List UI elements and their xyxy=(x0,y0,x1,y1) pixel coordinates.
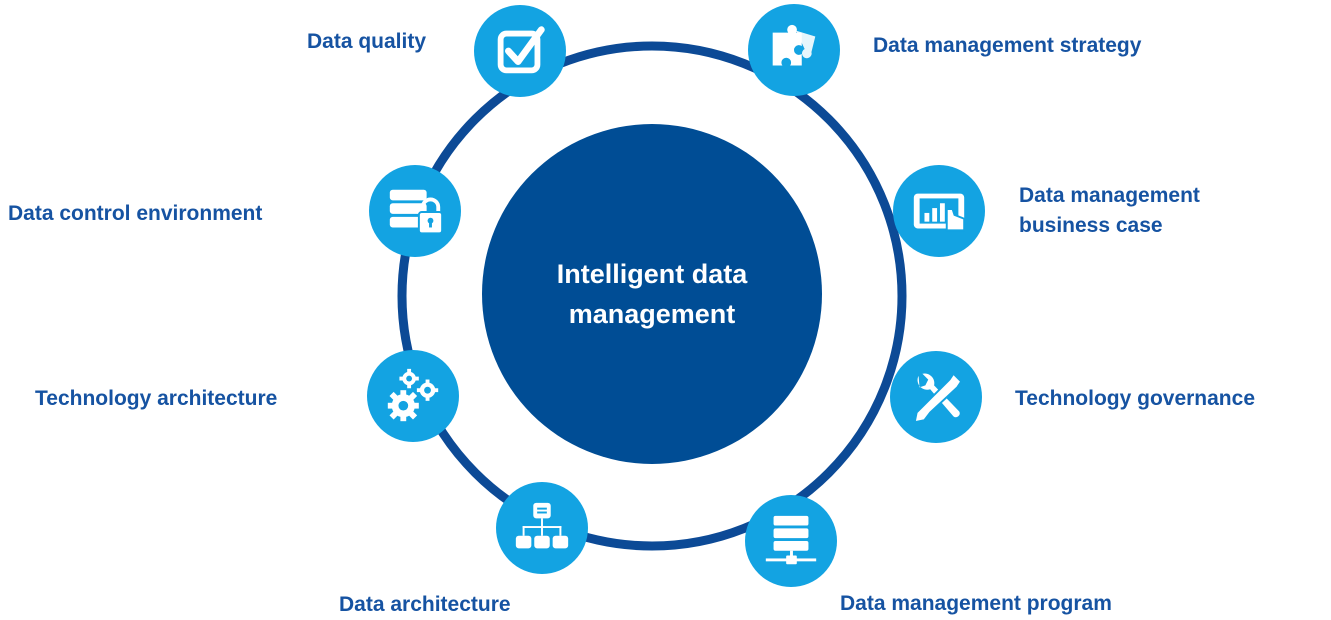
label-data-architecture: Data architecture xyxy=(339,593,511,616)
ring-circle xyxy=(397,41,907,551)
hierarchy-icon xyxy=(496,482,588,574)
checkbox-icon xyxy=(474,5,566,97)
label-data-quality: Data quality xyxy=(307,30,427,53)
center-label: Intelligent data management xyxy=(527,254,777,334)
tablet-chart-icon xyxy=(893,165,985,257)
gears-icon xyxy=(367,350,459,442)
label-data-management-strategy: Data management strategy xyxy=(873,34,1142,57)
label-data-management-business-case-line-1: Data management xyxy=(1019,184,1200,207)
label-technology-architecture: Technology architecture xyxy=(35,387,278,410)
center-circle: Intelligent data management xyxy=(482,124,822,464)
label-data-management-program: Data management program xyxy=(840,592,1112,615)
center-label-line-1: Intelligent data xyxy=(556,259,748,289)
puzzle-icon xyxy=(748,4,840,96)
server-network-icon xyxy=(745,495,837,587)
label-data-control-environment: Data control environment xyxy=(8,202,263,225)
label-technology-governance: Technology governance xyxy=(1015,387,1255,410)
database-lock-icon xyxy=(369,165,461,257)
label-data-management-business-case-line-2: business case xyxy=(1019,214,1163,237)
label-data-management-business-case: Data management business case xyxy=(1019,181,1200,241)
tools-icon xyxy=(890,351,982,443)
center-label-line-2: management xyxy=(568,299,736,329)
